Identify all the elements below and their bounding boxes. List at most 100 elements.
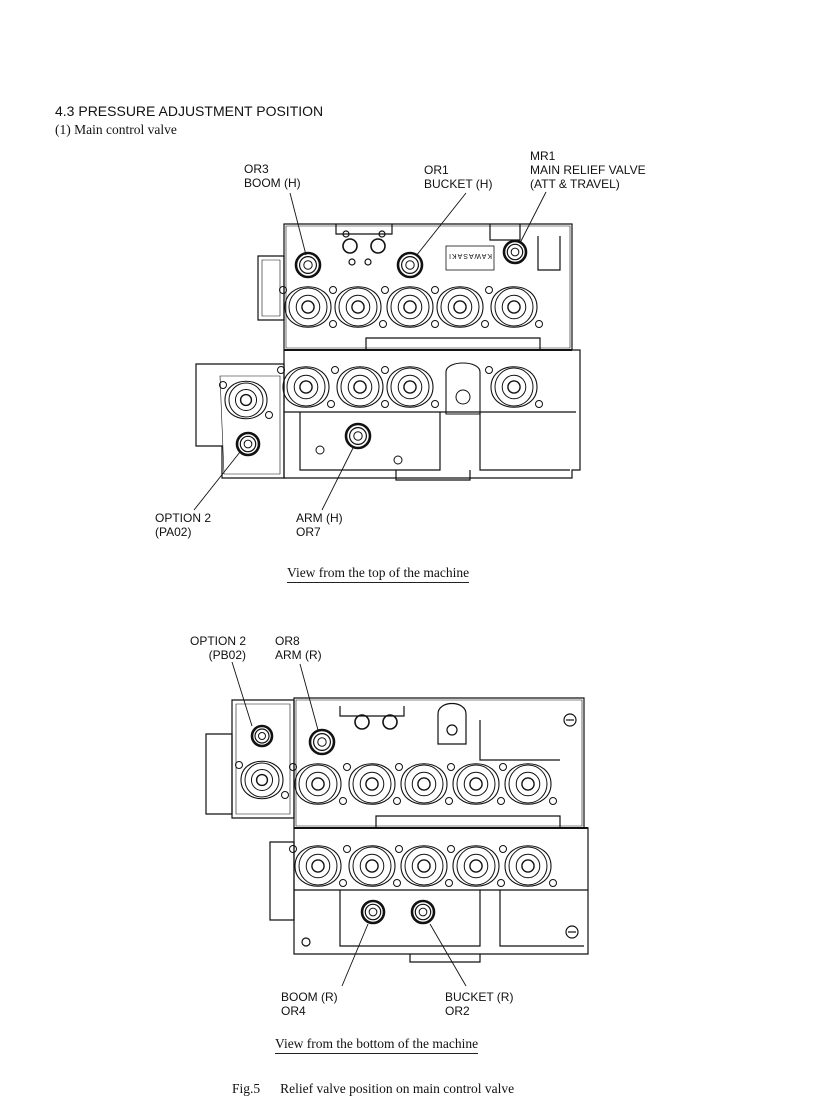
relief-valve	[360, 899, 386, 925]
spool-ring	[515, 771, 541, 797]
label-line: BUCKET (R)	[445, 990, 514, 1004]
spool-ring	[338, 287, 378, 327]
label-line: BOOM (H)	[244, 176, 301, 190]
spool-ring	[359, 853, 385, 879]
leader-line	[519, 191, 547, 244]
label-boom-r-or4: BOOM (R) OR4	[281, 990, 338, 1018]
bolt-hole	[447, 845, 455, 853]
bolt-hole	[445, 879, 453, 887]
bolt-hole	[339, 879, 347, 887]
bolt-hole	[279, 286, 287, 294]
label-line: BUCKET (H)	[424, 177, 493, 191]
leader-line	[193, 451, 241, 511]
label-line: OR7	[296, 525, 321, 539]
relief-valve-core	[303, 260, 313, 270]
spool-ring	[456, 764, 496, 804]
spool-flange	[240, 760, 284, 800]
spool-core	[311, 859, 325, 873]
spool-ring	[404, 764, 444, 804]
spool-ring	[305, 771, 331, 797]
spool-core	[351, 300, 365, 314]
relief-valve	[502, 239, 528, 265]
bolt-hole	[393, 455, 403, 465]
bolt-hole	[431, 320, 439, 328]
spool-core	[507, 300, 521, 314]
spool-flange	[294, 845, 342, 887]
relief-valve-ring	[349, 427, 368, 446]
relief-valve	[396, 251, 424, 279]
spool-flange	[282, 366, 330, 408]
spool-ring	[390, 367, 430, 407]
relief-valve-ring	[414, 903, 432, 921]
leader-line	[299, 663, 319, 731]
label-line: OR3	[244, 162, 269, 176]
spool-ring	[404, 846, 444, 886]
spool-ring	[463, 771, 489, 797]
leader-line	[415, 192, 467, 257]
relief-valve-ring	[299, 256, 318, 275]
figure-number: Fig.5	[232, 1081, 261, 1096]
spool-core	[299, 380, 313, 394]
spool-ring	[501, 294, 527, 320]
spool-ring	[515, 853, 541, 879]
label-line: OR4	[281, 1004, 306, 1018]
bolt-hole	[549, 797, 557, 805]
relief-valve	[308, 728, 336, 756]
pilot-port	[342, 238, 358, 254]
spool-ring	[390, 287, 430, 327]
spool-flange	[284, 286, 332, 328]
spool-flange	[490, 286, 538, 328]
spool-flange	[386, 366, 434, 408]
spool-core	[365, 859, 379, 873]
label-line: OPTION 2	[155, 511, 212, 525]
spool-flange	[224, 380, 268, 420]
spool-flange	[348, 845, 396, 887]
label-line: BOOM (R)	[281, 990, 338, 1004]
bolt-hole	[339, 797, 347, 805]
bolt-hole	[277, 366, 285, 374]
spool-ring	[359, 771, 385, 797]
spool-core	[417, 777, 431, 791]
spool-flange	[504, 763, 552, 805]
spool-core	[403, 380, 417, 394]
label-or1-bucket-h: OR1 BUCKET (H)	[424, 163, 492, 191]
relief-valve-core	[353, 431, 363, 441]
spool-ring	[397, 374, 423, 400]
label-bucket-r-or2: BUCKET (R) OR2	[445, 990, 513, 1018]
pilot-port	[370, 238, 386, 254]
label-line: (PA02)	[155, 525, 192, 539]
leader-line	[289, 192, 307, 256]
bolt-hole	[499, 845, 507, 853]
relief-valve	[410, 899, 436, 925]
bolt-hole	[379, 320, 387, 328]
leader-line	[341, 923, 369, 987]
bolt-hole	[235, 761, 243, 769]
spool-core	[365, 777, 379, 791]
spool-ring	[411, 771, 437, 797]
label-option2-pb02: OPTION 2 (PB02)	[190, 634, 246, 662]
bolt-hole	[315, 445, 325, 455]
relief-valve-ring	[401, 256, 420, 275]
bolt-hole	[481, 320, 489, 328]
bolt-hole	[497, 879, 505, 887]
spool-ring	[298, 846, 338, 886]
bolt-hole	[381, 400, 389, 408]
relief-valve-core	[258, 732, 266, 740]
bolt-hole	[329, 320, 337, 328]
bolt-hole	[393, 879, 401, 887]
leader-line	[429, 923, 467, 987]
spool-ring	[288, 287, 328, 327]
spool-ring	[295, 294, 321, 320]
spool-ring	[508, 764, 548, 804]
label-line: OPTION 2	[190, 634, 247, 648]
bolt-hole	[431, 286, 439, 294]
relief-valve	[235, 431, 261, 457]
bolt-hole	[343, 763, 351, 771]
spool-ring	[494, 367, 534, 407]
bolt-hole	[395, 763, 403, 771]
spool-flange	[445, 362, 481, 415]
spool-ring	[447, 294, 473, 320]
label-mr1-main-relief: MR1 MAIN RELIEF VALVE (ATT & TRAVEL)	[530, 149, 646, 191]
label-or3-boom-h: OR3 BOOM (H)	[244, 162, 301, 190]
